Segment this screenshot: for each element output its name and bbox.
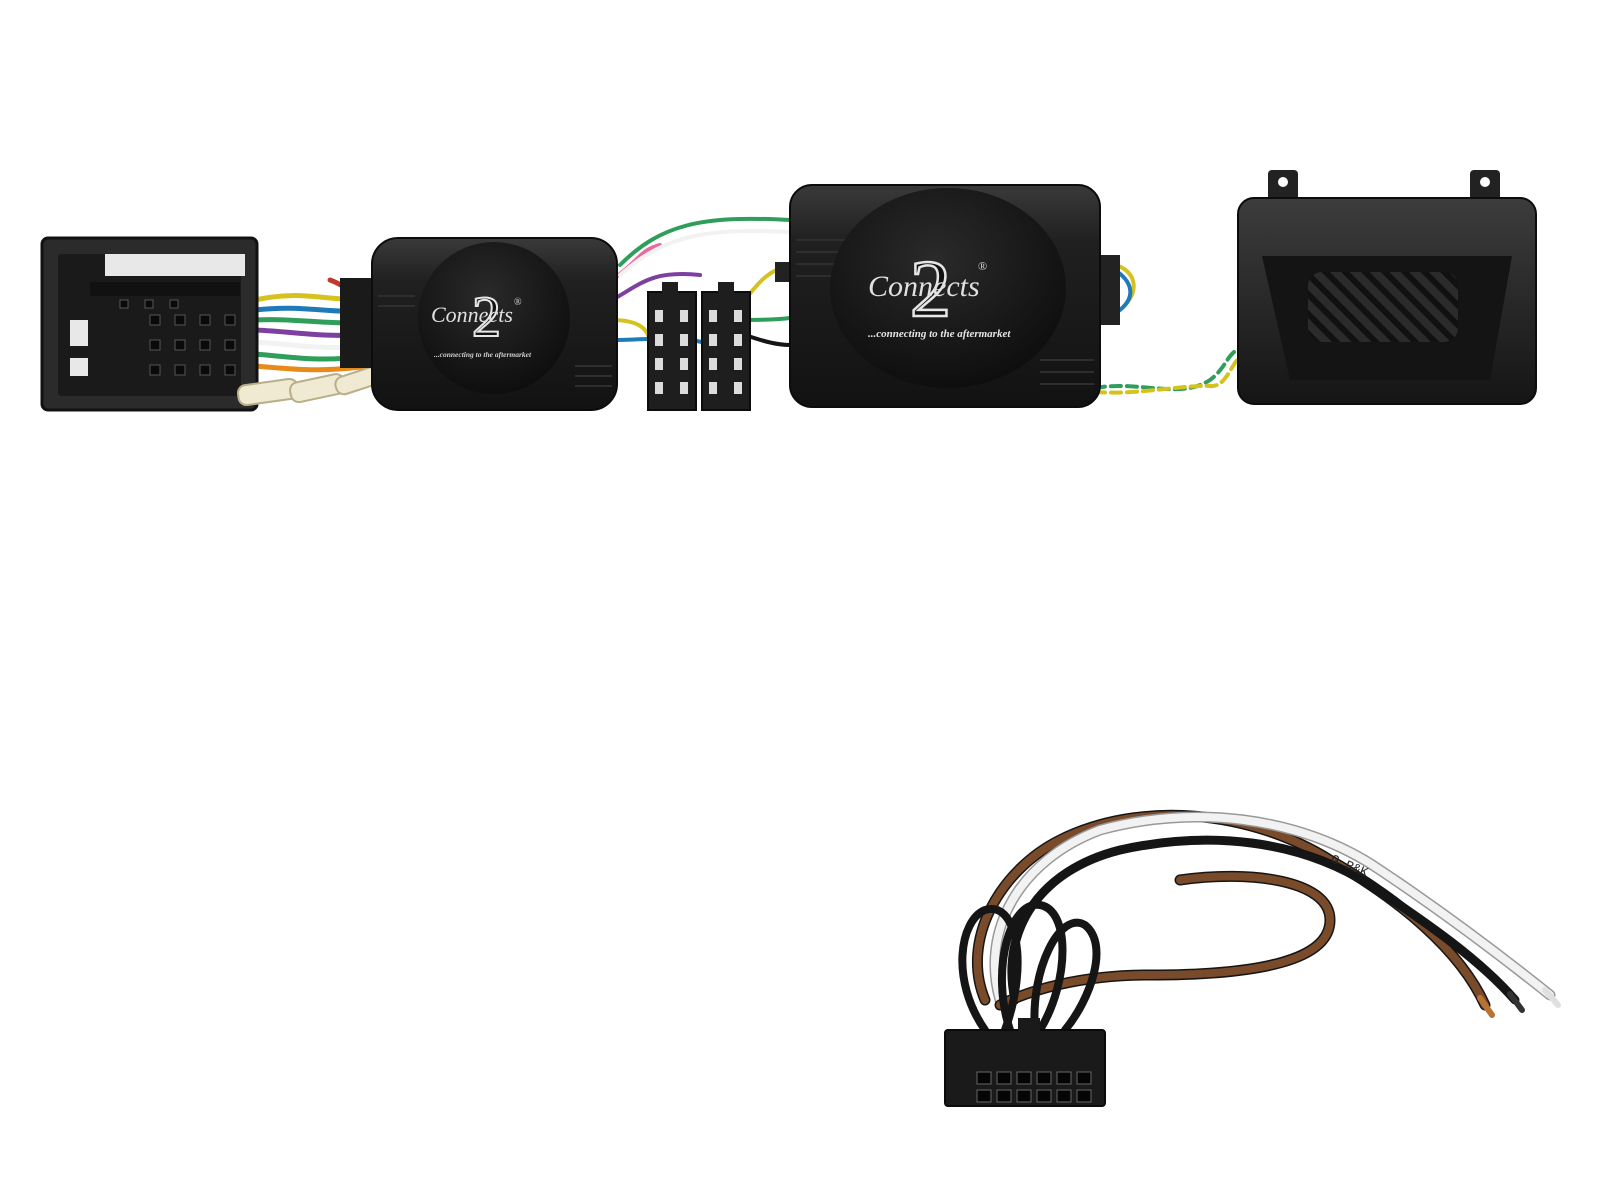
- speaker-unit: [1237, 170, 1537, 405]
- loose-harness: G R&K: [958, 809, 1561, 1034]
- large-logo-registered: ®: [978, 259, 987, 273]
- large-logo-word: Connects: [868, 270, 980, 303]
- large-logo-disc: [830, 188, 1066, 388]
- small-interface-box: 2 Connects ® ...connecting to the afterm…: [340, 237, 618, 411]
- quadlock-connector: [40, 236, 259, 412]
- iso-connector-right: [701, 282, 751, 411]
- small-logo-tagline: ...connecting to the aftermarket: [434, 350, 532, 359]
- small-logo-disc: [418, 242, 570, 394]
- spade-terminals: [236, 366, 381, 407]
- small-logo-registered: ®: [514, 297, 522, 308]
- large-interface-box: 2 Connects ® ...connecting to the afterm…: [775, 184, 1120, 408]
- speaker-grille: [1308, 272, 1458, 342]
- large-logo-tagline: ...connecting to the aftermarket: [868, 328, 1011, 340]
- twelve-pin-connector: [944, 1018, 1106, 1107]
- wire-bundle: [252, 216, 1252, 395]
- small-logo-digit: 2: [472, 284, 501, 349]
- connector-pins: [119, 299, 236, 376]
- iso-connector-left: [647, 282, 697, 411]
- large-logo-digit: 2: [910, 243, 951, 334]
- small-logo-word: Connects: [431, 302, 513, 327]
